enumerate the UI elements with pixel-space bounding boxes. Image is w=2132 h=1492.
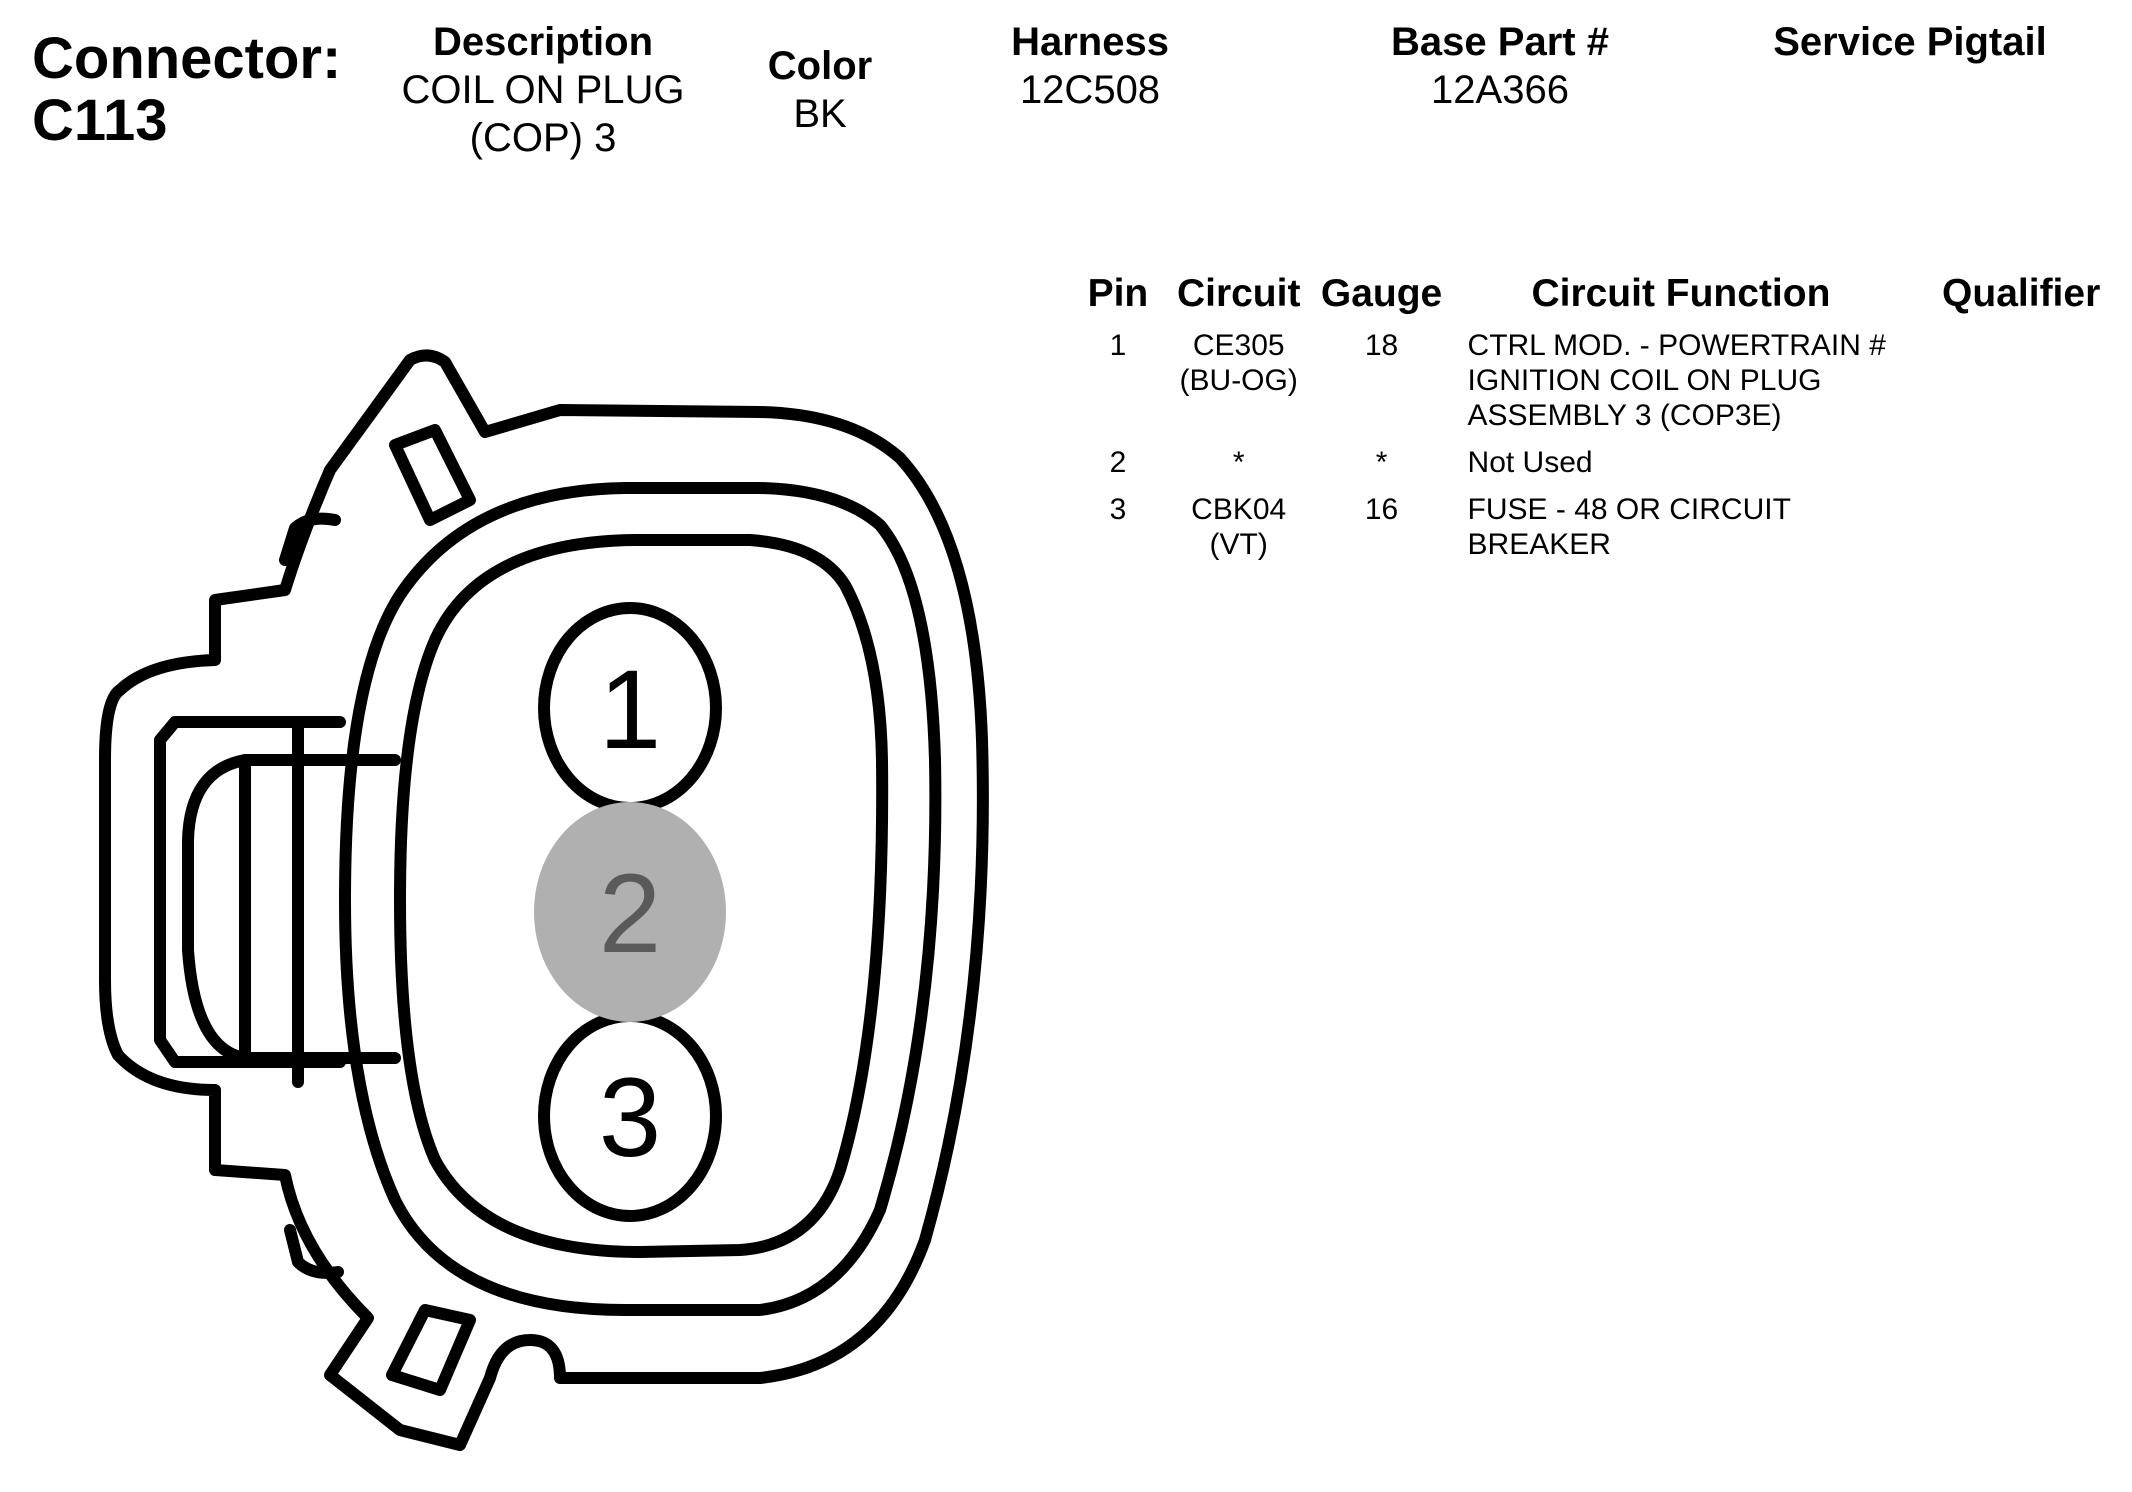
- circuit-code: CE305: [1192, 329, 1285, 362]
- function-line: ASSEMBLY 3 (COP3E): [1467, 399, 1782, 432]
- left-notch-lower: [284, 1224, 344, 1279]
- pin-1-label: 1: [599, 647, 661, 772]
- row-function: Not Used: [1446, 445, 1917, 492]
- base-part-value: 12A366: [1431, 68, 1569, 112]
- connector-label: Connector:: [32, 26, 342, 91]
- connector-face-diagram: 1 2 3: [99, 349, 989, 1451]
- header-base-part: Base Part # 12A366: [1360, 18, 1640, 114]
- table-row: 1 CE305 (BU-OG) 18 CTRL MOD. - POWERTRAI…: [1076, 328, 2126, 445]
- function-line: IGNITION COIL ON PLUG: [1467, 364, 1822, 397]
- circuit-code: *: [1232, 446, 1245, 479]
- header-pin: Pin: [1087, 272, 1149, 315]
- row-qualifier: [1916, 492, 2126, 574]
- row-pin: 1: [1109, 329, 1127, 362]
- row-circuit: *: [1160, 445, 1318, 492]
- pin-table-header-row: Pin Circuit Gauge Circuit Function Quali…: [1076, 270, 2126, 328]
- row-pin: 2: [1109, 446, 1127, 479]
- row-gauge: 16: [1364, 493, 1399, 526]
- harness-value: 12C508: [1019, 68, 1161, 112]
- connector-id: C113: [32, 88, 168, 153]
- bottom-latch-tab: [386, 1304, 476, 1396]
- service-pigtail-label: Service Pigtail: [1773, 20, 2047, 64]
- function-line: Not Used: [1467, 446, 1593, 479]
- table-row: 2 * * Not Used: [1076, 445, 2126, 492]
- housing-outer-outline: [99, 349, 989, 1451]
- harness-label: Harness: [1011, 20, 1169, 64]
- header-gauge: Gauge: [1320, 272, 1443, 315]
- row-circuit: CE305 (BU-OG): [1160, 328, 1318, 445]
- row-pin: 3: [1109, 493, 1127, 526]
- pin-2-label: 2: [599, 851, 661, 976]
- function-line: CTRL MOD. - POWERTRAIN #: [1467, 329, 1886, 362]
- connector-title: Connector: C113: [32, 28, 372, 152]
- header-color: Color BK: [730, 42, 910, 138]
- pin-cavity: [394, 534, 889, 1258]
- function-line: BREAKER: [1467, 528, 1611, 561]
- top-latch-tab: [389, 424, 476, 526]
- pin-3-label: 3: [599, 1055, 661, 1180]
- function-line: FUSE - 48 OR CIRCUIT: [1467, 493, 1791, 526]
- row-gauge: 18: [1364, 329, 1399, 362]
- left-notch-upper: [279, 512, 341, 566]
- row-circuit: CBK04 (VT): [1160, 492, 1318, 574]
- circuit-color: (VT): [1209, 528, 1268, 561]
- row-gauge: *: [1375, 446, 1388, 479]
- color-label: Color: [767, 44, 873, 88]
- row-qualifier: [1916, 328, 2126, 445]
- color-value: BK: [793, 92, 847, 136]
- base-part-label: Base Part #: [1391, 20, 1609, 64]
- header-service-pigtail: Service Pigtail: [1700, 18, 2120, 66]
- header-circuit: Circuit: [1176, 272, 1301, 315]
- description-value-line2: (COP) 3: [469, 116, 617, 160]
- header-circuit-function: Circuit Function: [1531, 272, 1831, 315]
- lock-frame-outer: [154, 716, 346, 1068]
- row-function: FUSE - 48 OR CIRCUIT BREAKER: [1446, 492, 1917, 574]
- description-label: Description: [432, 20, 654, 64]
- housing-middle-ring: [339, 482, 942, 1316]
- header-harness: Harness 12C508: [960, 18, 1220, 114]
- circuit-code: CBK04: [1191, 493, 1287, 526]
- circuit-color: (BU-OG): [1179, 364, 1298, 397]
- row-qualifier: [1916, 445, 2126, 492]
- pin-2-socket-unused: [534, 802, 726, 1022]
- description-value-line1: COIL ON PLUG: [401, 68, 685, 112]
- lock-frame-inner: [182, 754, 401, 1064]
- header-qualifier: Qualifier: [1942, 272, 2101, 315]
- header-description: Description COIL ON PLUG (COP) 3: [388, 18, 698, 162]
- row-function: CTRL MOD. - POWERTRAIN # IGNITION COIL O…: [1446, 328, 1917, 445]
- table-row: 3 CBK04 (VT) 16 FUSE - 48 OR CIRCUIT BRE…: [1076, 492, 2126, 574]
- pin-table: Pin Circuit Gauge Circuit Function Quali…: [1076, 270, 2126, 574]
